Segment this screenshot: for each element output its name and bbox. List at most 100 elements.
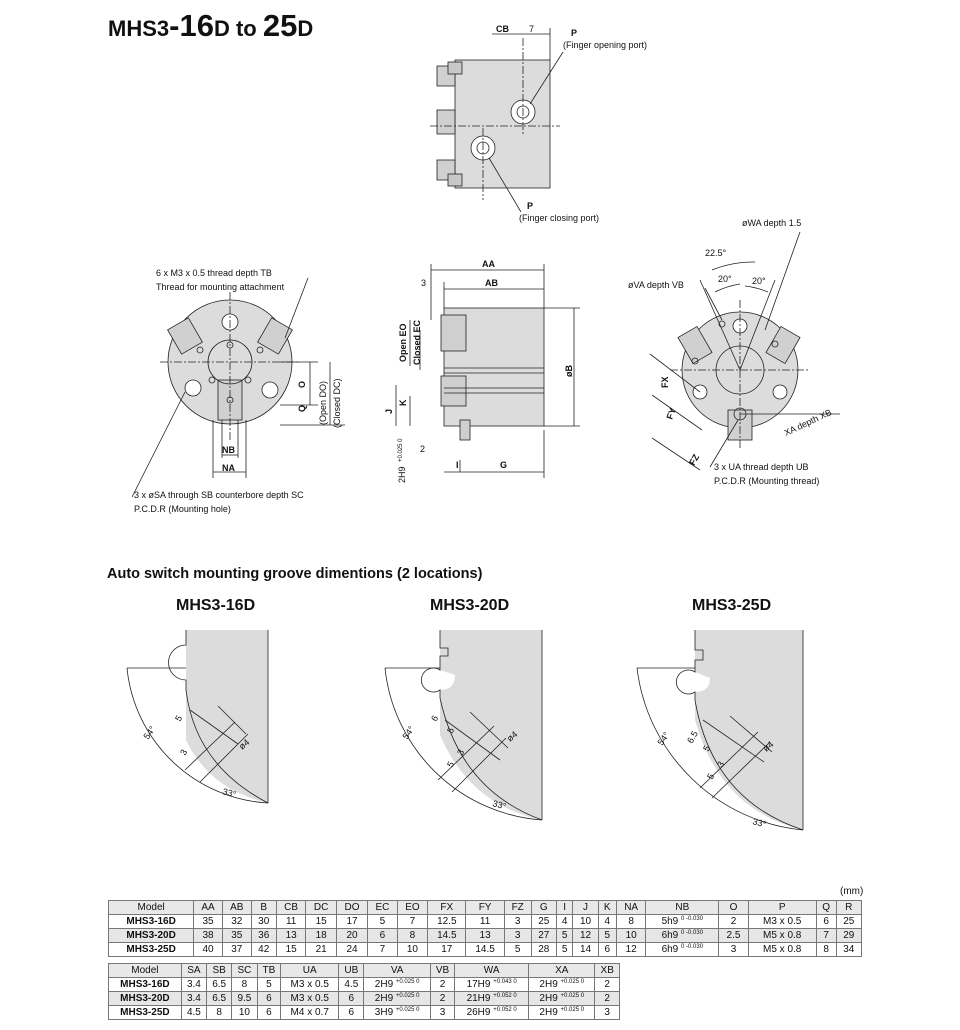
groove-model-25d: MHS3-25D (692, 597, 772, 614)
table-header: Model (108, 963, 182, 978)
finger-opening-port-label: (Finger opening port) (563, 40, 647, 50)
xa-depth-label: XA depth XB (783, 407, 833, 438)
table-cell: 10 (615, 928, 647, 943)
dim-fz: FZ (687, 452, 701, 467)
table-cell: 2.5 (718, 928, 749, 943)
table-header: FZ (503, 900, 532, 915)
thread-attachment-label: Thread for mounting attachment (156, 282, 285, 292)
side-view-drawing (395, 264, 580, 478)
table-cell: 21 (305, 942, 337, 957)
table-cell: 17 (335, 914, 369, 929)
table-cell: 26H9 +0.052 0 (454, 1005, 530, 1020)
table-cell: 10 (231, 1005, 258, 1020)
table-cell: 14.5 (427, 928, 467, 943)
table-cell: 2H9 +0.025 0 (528, 977, 596, 992)
table-cell: 38 (193, 928, 223, 943)
table-header: VA (363, 963, 431, 978)
table-cell: 6h9 0 -0.030 (645, 928, 720, 943)
dimensions-table-2: Model SA SB SC TB UA UB VA VB WA XA XB M… (108, 963, 620, 1020)
dim-3: 3 (421, 278, 426, 288)
dim-nb: NB (222, 445, 235, 455)
table-header: XB (594, 963, 620, 978)
table-row: MHS3-16D 3.4 6.5 8 5 M3 x 0.5 4.5 2H9 +0… (108, 977, 620, 992)
table-row: MHS3-16D 35 32 30 11 15 17 5 7 12.5 11 3… (107, 914, 863, 929)
dim-7: 7 (529, 24, 534, 34)
table-cell: M5 x 0.8 (747, 928, 817, 943)
angle-22-5: 22.5° (705, 248, 727, 258)
table-cell: 20 (335, 928, 369, 943)
table-cell: 5 (367, 914, 398, 929)
table-header-row: Model AA AB B CB DC DO EC EO FX FY FZ G … (107, 900, 863, 915)
table-cell: 42 (250, 942, 277, 957)
table-cell: 3 (503, 914, 532, 929)
table-header: P (747, 900, 817, 915)
table-cell: 15 (275, 942, 307, 957)
table-row: MHS3-20D 38 35 36 13 18 20 6 8 14.5 13 3… (107, 928, 863, 943)
table-cell: 4.5 (180, 1005, 208, 1020)
dim-open-eo: Open EO (398, 323, 408, 362)
table-header: G (530, 900, 557, 915)
table-cell: 9.5 (231, 991, 258, 1006)
dim-q: Q (297, 405, 307, 412)
dimensions-table-1: Model AA AB B CB DC DO EC EO FX FY FZ G … (107, 900, 863, 957)
table-cell: MHS3-20D (108, 991, 182, 1006)
table-cell: 2H9 +0.025 0 (363, 991, 431, 1006)
va-depth-label: øVA depth VB (628, 280, 684, 290)
table-cell: 30 (250, 914, 277, 929)
dim-2: 2 (420, 444, 425, 454)
table-cell: 3 (503, 928, 532, 943)
front-view-drawing (131, 277, 345, 498)
groove20-angle-33: 33° (491, 798, 507, 811)
dim-ob: øB (564, 365, 574, 377)
table-cell: 3 (429, 1005, 456, 1020)
table-header: AA (193, 900, 223, 915)
dim-open-do: (Open DO) (318, 381, 328, 425)
mounting-hole-label: 3 x øSA through SB counterbore depth SC (134, 490, 304, 500)
table-cell: 17 (427, 942, 467, 957)
table-header: NB (645, 900, 720, 915)
table-cell: 15 (305, 914, 337, 929)
table-cell: 34 (835, 942, 863, 957)
groove25-dim-5: 5 (701, 744, 712, 753)
table-cell: MHS3-20D (107, 928, 195, 943)
table-cell: 6 (815, 914, 837, 929)
table-cell: 32 (221, 914, 252, 929)
table-cell: 8 (206, 1005, 233, 1020)
table-cell: 17H9 +0.043 0 (454, 977, 530, 992)
table-cell: 2 (594, 991, 620, 1006)
table-header: UB (338, 963, 365, 978)
groove20-dim-5b: 5 (445, 760, 456, 769)
table-header: NA (615, 900, 647, 915)
dim-2h9-tolerance: +0.025 0 (398, 438, 404, 462)
table-cell: 10 (572, 914, 599, 929)
table-cell: MHS3-16D (108, 977, 182, 992)
table-cell: 2H9 +0.025 0 (528, 991, 596, 1006)
table-cell: 6 (597, 942, 617, 957)
table-cell: 6 (256, 991, 282, 1006)
table-header: VB (429, 963, 456, 978)
table-header: EO (396, 900, 429, 915)
table-cell: M3 x 0.5 (280, 991, 340, 1006)
table-cell: 8 (615, 914, 647, 929)
table-cell: 6 (338, 991, 365, 1006)
groove16-angle-54: 54° (141, 724, 157, 741)
table-cell: M3 x 0.5 (747, 914, 817, 929)
table-cell: M3 x 0.5 (280, 977, 340, 992)
page-title: MHS3-16D to 25D (108, 8, 314, 43)
table-cell: 13 (465, 928, 505, 943)
groove-diagram-16d (126, 630, 269, 804)
table-cell: MHS3-16D (107, 914, 195, 929)
dim-cb: CB (496, 24, 509, 34)
table-cell: 4.5 (338, 977, 365, 992)
table-cell: M4 x 0.7 (280, 1005, 340, 1020)
groove25-dim-3: 3 (715, 760, 726, 769)
table-row: MHS3-25D 4.5 8 10 6 M4 x 0.7 6 3H9 +0.02… (108, 1005, 620, 1020)
table-header: UA (280, 963, 340, 978)
table-cell: 6 (338, 1005, 365, 1020)
dim-o: O (297, 381, 307, 388)
table-header: J (572, 900, 599, 915)
table-header: R (835, 900, 863, 915)
table-header: WA (454, 963, 530, 978)
table-row: MHS3-25D 40 37 42 15 21 24 7 10 17 14.5 … (107, 942, 863, 957)
table-cell: 14.5 (465, 942, 505, 957)
